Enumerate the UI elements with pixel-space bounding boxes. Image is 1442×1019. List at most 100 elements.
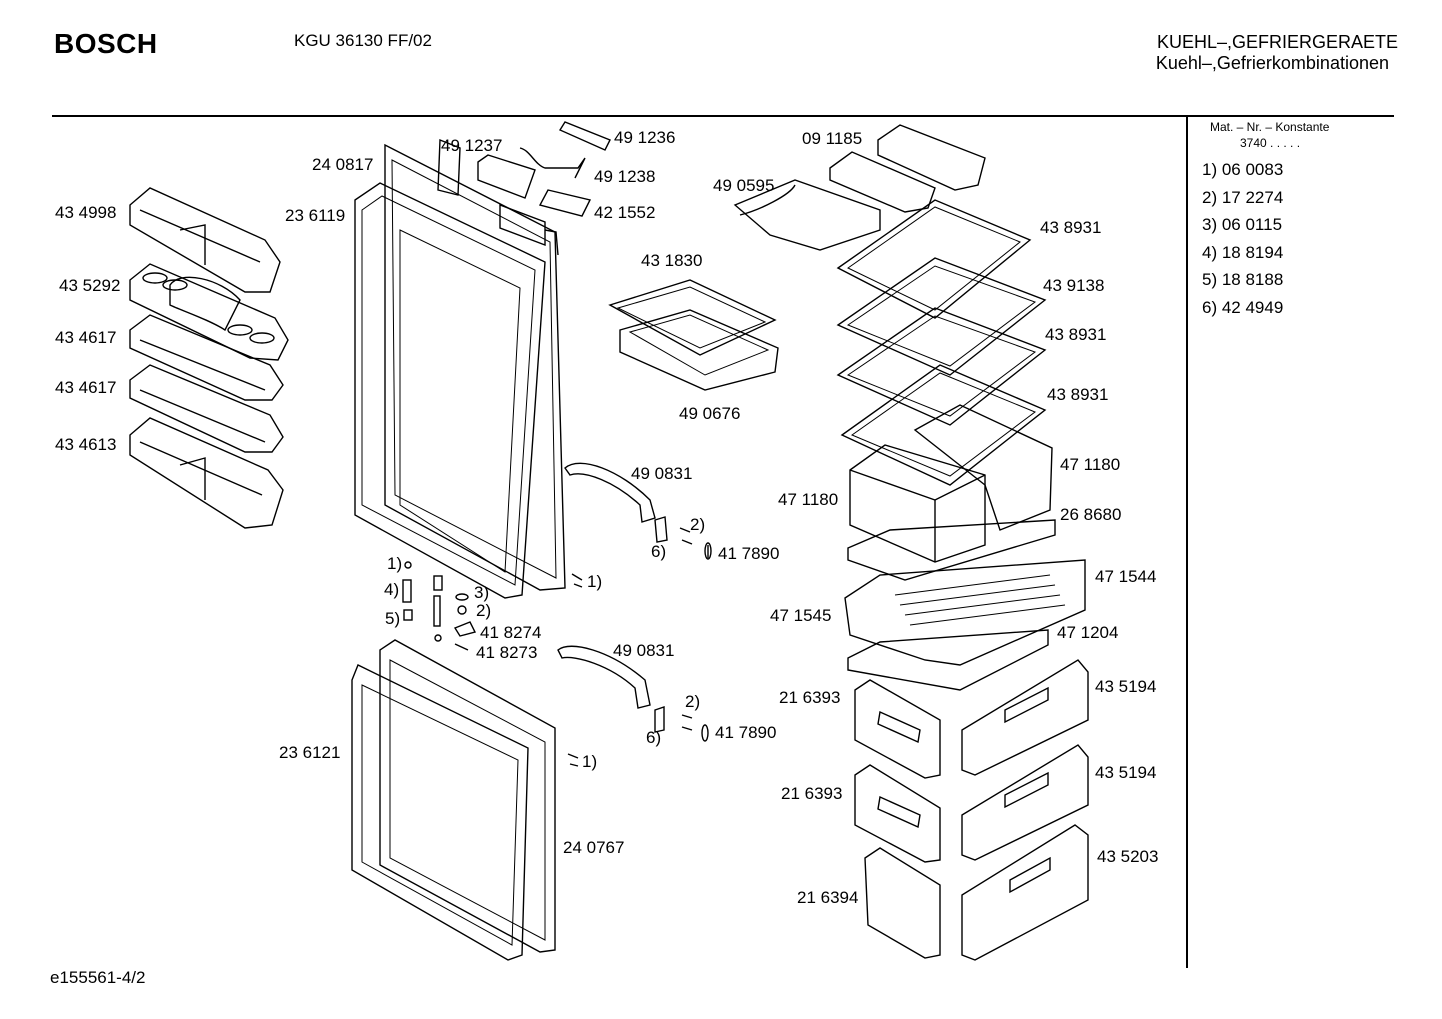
glass-shelf-438931b	[836, 307, 1047, 426]
label-490831b: 49 0831	[613, 641, 675, 660]
sidebar-parts-list: 1) 06 0083 2) 17 2274 3) 06 0115 4) 18 8…	[1202, 160, 1283, 325]
shelf-471204	[847, 629, 1049, 691]
drawer-front-435194a	[961, 659, 1089, 776]
label-418273: 41 8273	[476, 643, 538, 662]
handle-cover-491236	[558, 121, 611, 151]
sidebar-item: 3) 06 0115	[1202, 215, 1283, 234]
label-435292: 43 5292	[59, 276, 121, 295]
glass-shelf-439138	[836, 257, 1047, 376]
gasket-236121	[351, 664, 529, 961]
drawer-front-435194b	[961, 744, 1089, 861]
handle-490831a	[564, 462, 656, 523]
label-491237: 49 1237	[441, 136, 503, 155]
sidebar-item: 6) 42 4949	[1202, 297, 1284, 317]
ice-tray-091185	[829, 124, 986, 213]
glass-shelf-438931a	[836, 199, 1032, 319]
sidebar-item: 1) 06 0083	[1202, 160, 1284, 179]
label-439138: 43 9138	[1043, 276, 1105, 295]
label-490676: 49 0676	[679, 404, 741, 423]
label-471545: 47 1545	[770, 606, 832, 625]
drawer-471544	[844, 559, 1086, 666]
drawer-front-435203	[961, 824, 1089, 961]
label-434617a: 43 4617	[55, 328, 117, 347]
freezer-drawer-216393a	[854, 679, 941, 779]
model-number: KGU 36130 FF/02	[294, 31, 432, 50]
plate-421552	[538, 189, 592, 217]
small-hardware	[402, 516, 712, 767]
crisper-box-471180b	[913, 404, 1053, 531]
gasket-236119	[354, 182, 546, 599]
label-435194a: 43 5194	[1095, 677, 1157, 696]
brand-logo: BOSCH	[54, 28, 158, 59]
label-491238: 49 1238	[594, 167, 656, 186]
sidebar-item: 4) 18 8194	[1202, 242, 1284, 262]
label-216394: 21 6394	[797, 888, 859, 907]
sidebar-header: Mat. – Nr. – Konstante	[1210, 120, 1330, 134]
label-417890a: 41 7890	[718, 544, 780, 563]
label-091185: 09 1185	[802, 129, 863, 148]
category-subtitle: Kuehl–,Gefrierkombinationen	[1155, 53, 1389, 73]
glass-shelf-438931c	[840, 364, 1047, 486]
label-434613: 43 4613	[55, 435, 117, 454]
door-shelf-434613	[129, 417, 284, 529]
label-421552: 42 1552	[594, 203, 656, 222]
label-note-1b: 1)	[587, 572, 603, 591]
label-note-6b: 6)	[646, 728, 662, 747]
label-434998: 43 4998	[55, 203, 117, 222]
label-491236: 49 1236	[614, 128, 676, 147]
handle-490831b	[557, 645, 651, 709]
egg-tray-435292	[129, 263, 289, 361]
sidebar-item: 5) 18 8188	[1202, 270, 1284, 289]
upper-door-240817	[384, 138, 566, 591]
label-471544: 47 1544	[1095, 567, 1157, 586]
label-note-2c: 2)	[685, 692, 701, 711]
drawer-frame-431830	[608, 279, 777, 356]
label-236119: 23 6119	[285, 206, 346, 225]
label-471180a: 47 1180	[1060, 455, 1121, 474]
label-note-6a: 6)	[651, 542, 667, 561]
sidebar-constant: 3740 . . . . .	[1240, 136, 1301, 150]
header-divider	[52, 115, 1394, 117]
sidebar-divider	[1186, 116, 1188, 968]
door-shelf-434998	[129, 187, 281, 293]
document-id: e155561-4/2	[50, 968, 146, 987]
ice-box-490595	[733, 179, 881, 251]
label-216393a: 21 6393	[779, 688, 841, 707]
label-note-2b: 2)	[476, 601, 492, 620]
label-434617b: 43 4617	[55, 378, 117, 397]
label-note-1c: 1)	[582, 752, 598, 771]
label-417890b: 41 7890	[715, 723, 777, 742]
label-435203: 43 5203	[1097, 847, 1159, 866]
label-438931b: 43 8931	[1045, 325, 1107, 344]
label-268680: 26 8680	[1060, 505, 1122, 524]
label-note-2a: 2)	[690, 515, 706, 534]
label-236121: 23 6121	[279, 743, 341, 762]
label-471204: 47 1204	[1057, 623, 1119, 642]
label-418274: 41 8274	[480, 623, 542, 642]
lower-door-240767	[379, 639, 556, 953]
handle-491238	[477, 147, 586, 199]
label-note-1a: 1)	[387, 554, 403, 573]
door-shelf-434617a	[129, 314, 284, 401]
label-490831a: 49 0831	[631, 464, 693, 483]
label-240817: 24 0817	[312, 155, 374, 174]
label-471180b: 47 1180	[778, 490, 839, 509]
label-438931c: 43 8931	[1047, 385, 1109, 404]
label-216393b: 21 6393	[781, 784, 843, 803]
drawer-490676	[619, 309, 779, 391]
sidebar-item: 2) 17 2274	[1202, 187, 1284, 207]
label-240767: 24 0767	[563, 838, 625, 857]
door-shelf-434617b	[129, 364, 284, 453]
crisper-box-471180a	[849, 444, 986, 563]
label-431830: 43 1830	[641, 251, 703, 270]
label-note-3: 3)	[474, 583, 490, 602]
category-title: KUEHL–,GEFRIERGERAETE	[1156, 32, 1398, 52]
label-435194b: 43 5194	[1095, 763, 1157, 782]
label-note-5: 5)	[385, 609, 401, 628]
label-note-4: 4)	[384, 580, 400, 599]
freezer-drawer-216394	[864, 847, 941, 959]
label-490595: 49 0595	[713, 176, 775, 195]
label-438931a: 43 8931	[1040, 218, 1102, 237]
freezer-drawer-216393b	[854, 764, 941, 863]
